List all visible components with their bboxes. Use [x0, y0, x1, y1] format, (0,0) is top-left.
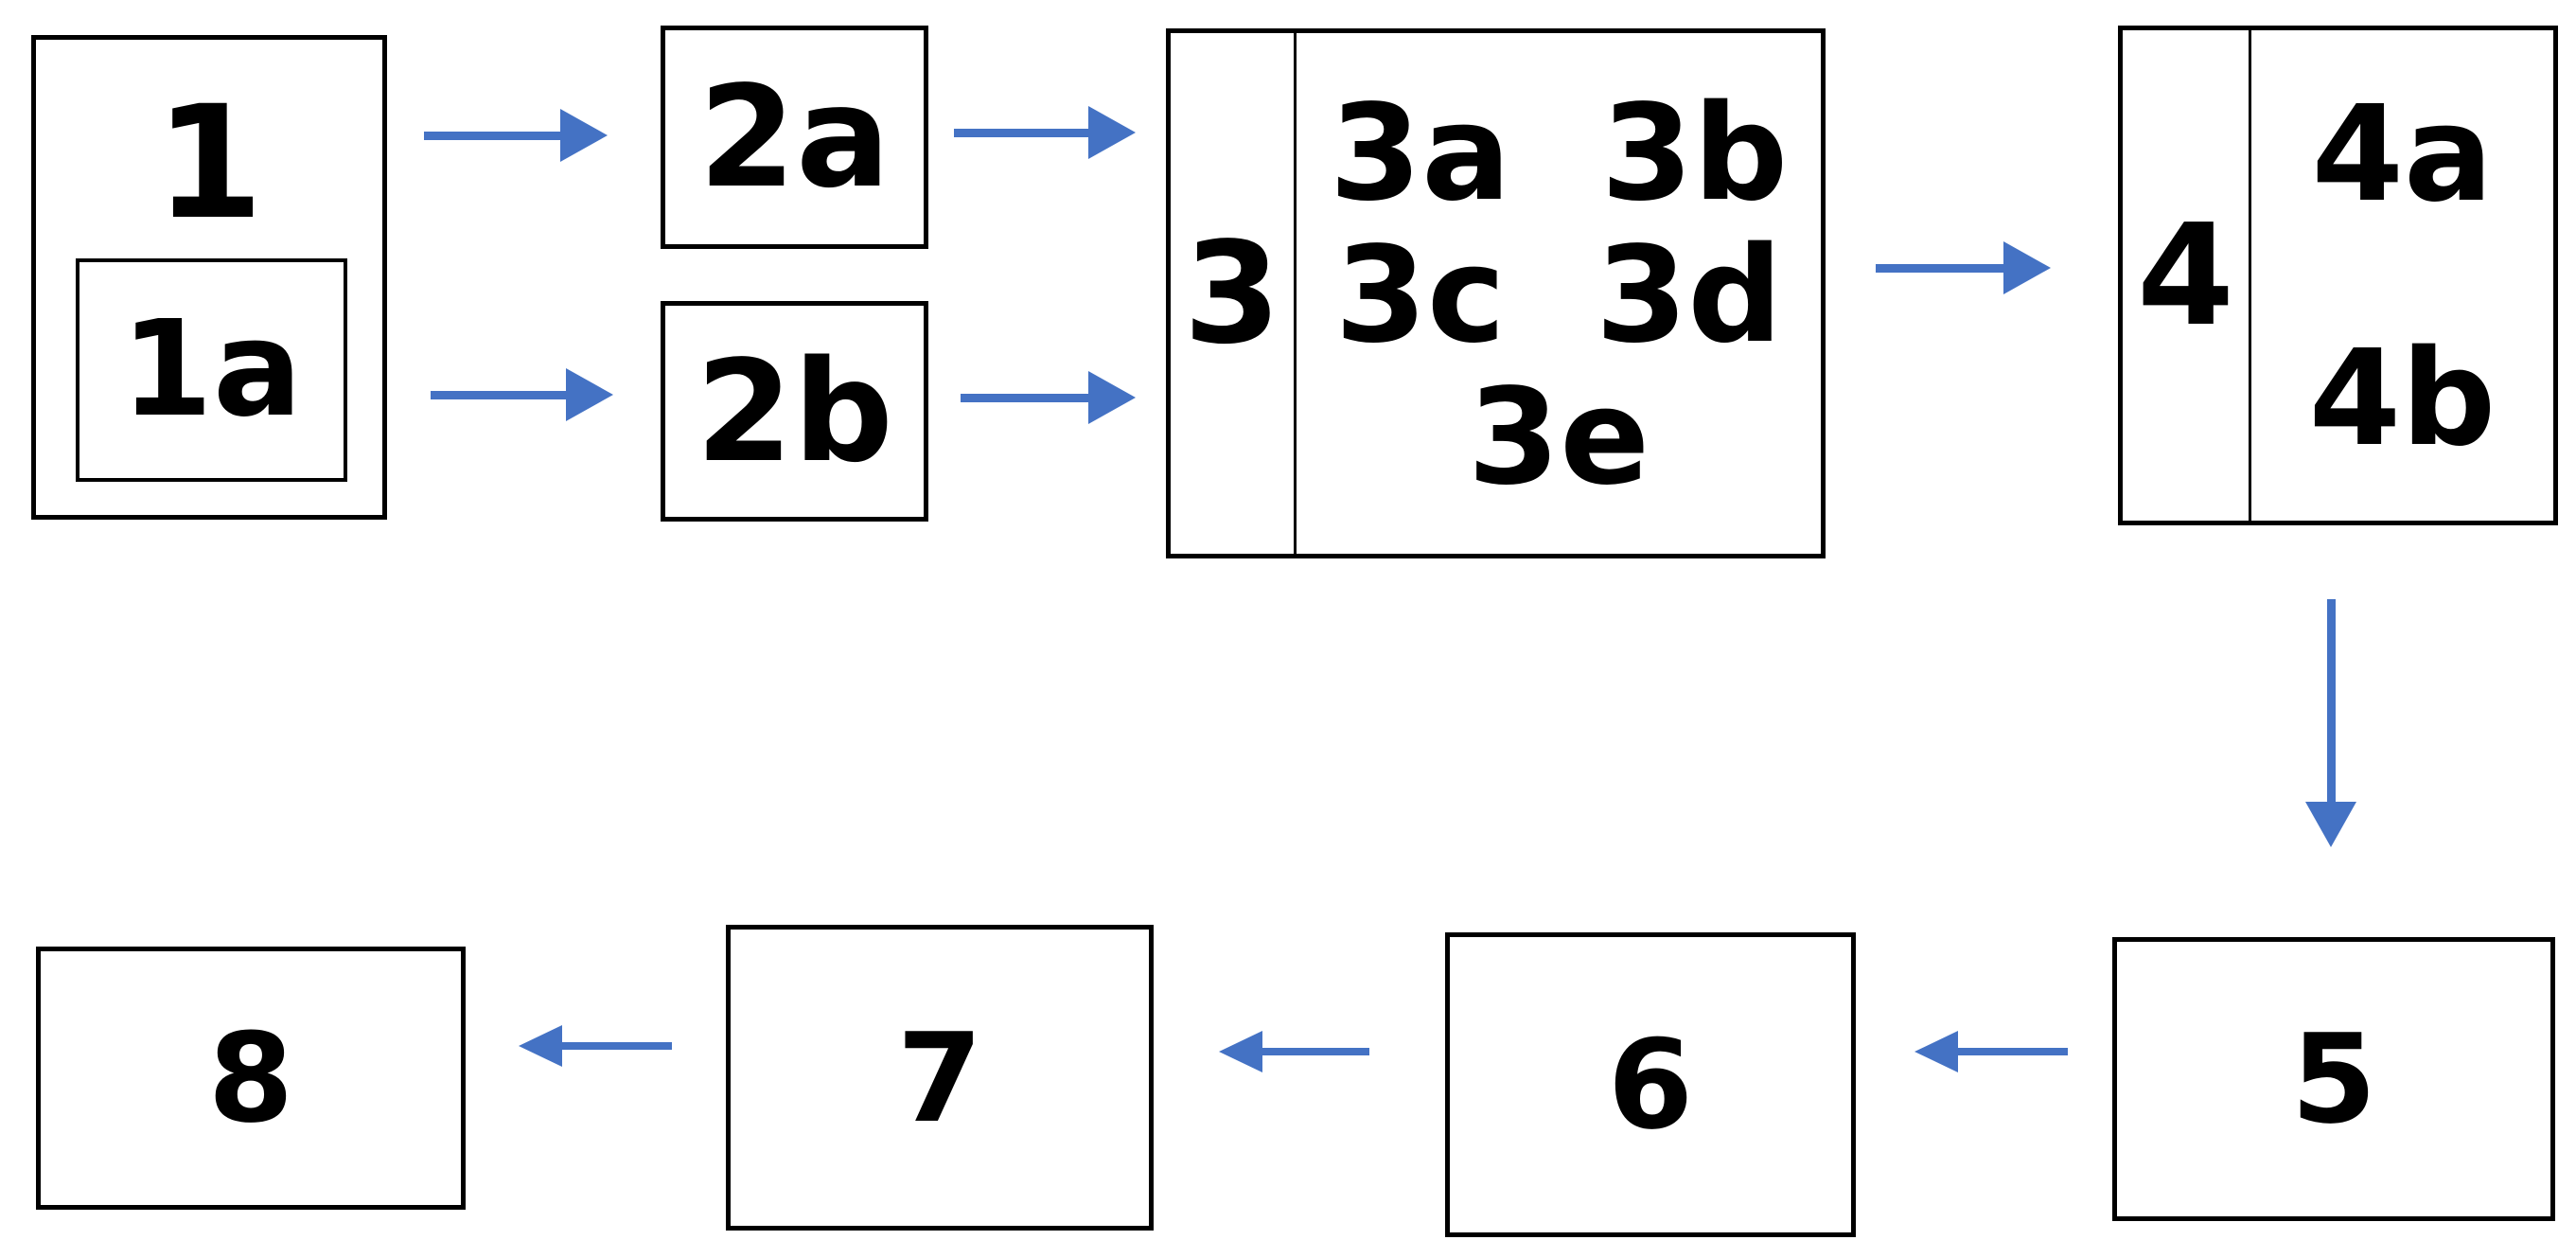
- arrowhead-right-icon: [1088, 106, 1136, 159]
- box-3-right-cell: 3a 3b 3c 3d 3e: [1297, 33, 1821, 554]
- arrow-shaft: [954, 128, 1088, 137]
- arrow-1a-to-2b: [431, 368, 613, 421]
- box-7: 7: [726, 925, 1154, 1231]
- arrow-5-to-6: [1914, 1031, 2068, 1072]
- arrowhead-right-icon: [566, 368, 613, 421]
- box-3: 3 3a 3b 3c 3d 3e: [1166, 28, 1826, 558]
- arrow-shaft: [424, 131, 560, 140]
- arrowhead-down-icon: [2305, 802, 2356, 847]
- arrow-1-to-2a: [424, 109, 608, 162]
- box-8: 8: [36, 947, 466, 1210]
- arrow-shaft: [1876, 263, 2003, 273]
- box-3a-label: 3a: [1329, 77, 1511, 231]
- arrowhead-right-icon: [560, 109, 608, 162]
- arrow-shaft: [1262, 1048, 1369, 1055]
- box-1-label: 1: [154, 72, 264, 254]
- box-4: 4 4a 4b: [2118, 26, 2558, 525]
- box-3e-label: 3e: [1467, 361, 1650, 515]
- arrow-6-to-7: [1219, 1031, 1369, 1072]
- box-4-right-cell: 4a 4b: [2251, 30, 2553, 521]
- arrowhead-left-icon: [519, 1025, 562, 1067]
- box-3-row-3: 3e: [1306, 372, 1811, 505]
- box-1a-label: 1a: [120, 292, 303, 447]
- box-3-left-cell: 3: [1171, 33, 1297, 554]
- arrow-2a-to-3: [954, 106, 1136, 159]
- box-4-label: 4: [2137, 194, 2234, 357]
- box-3c-label: 3c: [1334, 219, 1506, 373]
- arrow-2b-to-3: [961, 371, 1136, 424]
- box-8-label: 8: [207, 1006, 294, 1150]
- arrow-4-to-5: [2305, 599, 2356, 847]
- box-5-label: 5: [2290, 1007, 2377, 1151]
- box-3b-label: 3b: [1600, 77, 1789, 231]
- arrow-shaft: [1958, 1048, 2068, 1055]
- box-3-label: 3: [1183, 212, 1281, 375]
- box-3-row-2: 3c 3d: [1306, 230, 1811, 363]
- box-4a-label: 4a: [2311, 78, 2494, 232]
- box-2b-label: 2b: [696, 329, 893, 493]
- arrow-7-to-8: [519, 1025, 672, 1067]
- arrowhead-left-icon: [1914, 1031, 1958, 1072]
- arrow-shaft: [2326, 599, 2336, 802]
- box-2a: 2a: [661, 26, 928, 249]
- box-3-row-1: 3a 3b: [1306, 88, 1811, 221]
- box-1: 1 1a: [31, 35, 387, 520]
- box-2a-label: 2a: [698, 56, 891, 219]
- arrow-shaft: [562, 1042, 672, 1050]
- arrow-3-to-4: [1876, 241, 2051, 294]
- arrowhead-right-icon: [2003, 241, 2051, 294]
- box-6: 6: [1445, 932, 1856, 1237]
- box-3d-label: 3d: [1595, 219, 1783, 373]
- box-7-label: 7: [896, 1005, 983, 1150]
- arrow-shaft: [431, 390, 566, 399]
- box-4b-label: 4b: [2308, 322, 2497, 476]
- box-2b: 2b: [661, 301, 928, 522]
- box-4-left-cell: 4: [2123, 30, 2251, 521]
- box-1a: 1a: [76, 258, 347, 482]
- box-6-label: 6: [1607, 1013, 1694, 1157]
- arrowhead-right-icon: [1088, 371, 1136, 424]
- box-5: 5: [2112, 937, 2555, 1221]
- arrowhead-left-icon: [1219, 1031, 1262, 1072]
- arrow-shaft: [961, 393, 1088, 402]
